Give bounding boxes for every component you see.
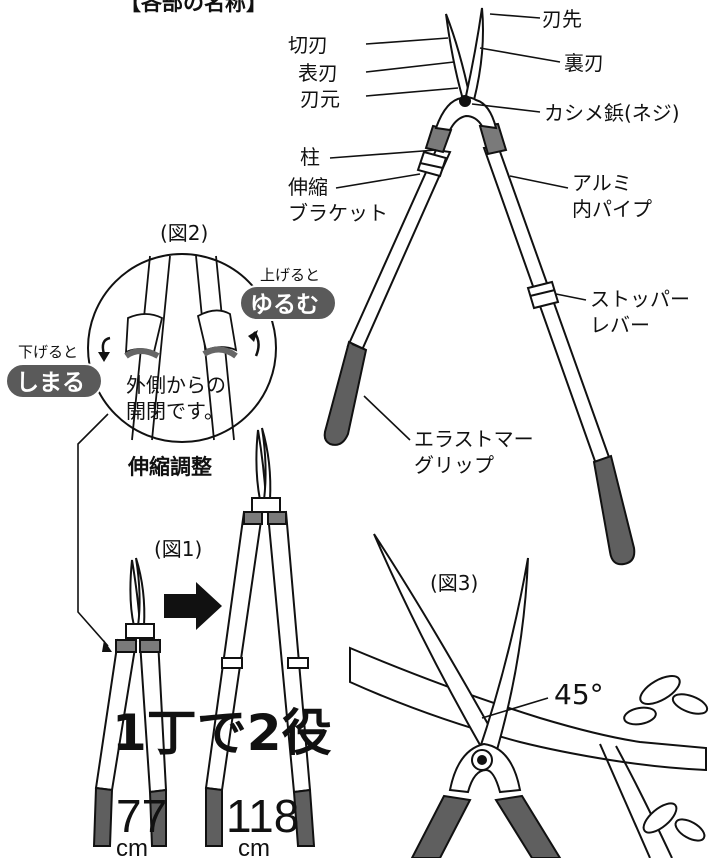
leader-lines bbox=[329, 13, 587, 441]
label-bracket-line2: ブラケット bbox=[288, 201, 388, 225]
label-grip: エラストマー グリップ bbox=[414, 427, 540, 477]
label-hamoto: 刃元 bbox=[300, 87, 340, 111]
label-kashime: カシメ鋲(ネジ) bbox=[544, 101, 680, 125]
fig3-angle: 45° bbox=[554, 678, 604, 711]
fig2-left-lever bbox=[124, 348, 160, 359]
label-omoteba: 表刃 bbox=[298, 61, 338, 85]
label-alumi: アルミ 内パイプ bbox=[572, 171, 652, 221]
main-shear bbox=[323, 7, 636, 566]
fig1-title: (図1) bbox=[154, 537, 202, 561]
fig2-connector bbox=[77, 413, 109, 647]
fig2-caption-line2: 開閉です。 bbox=[126, 399, 224, 423]
fig2-lower-action: しまる bbox=[16, 370, 85, 396]
label-hasaki: 刃先 bbox=[542, 7, 582, 31]
page-title: 【各部の名称】 bbox=[120, 0, 267, 15]
fig2-caption: 外側からの 開閉です。 bbox=[126, 373, 232, 423]
label-stopper: ストッパー レバー bbox=[590, 287, 696, 337]
fig1-long-unit: cm bbox=[238, 835, 270, 858]
fig3-title: (図3) bbox=[430, 571, 478, 595]
left-grip bbox=[323, 340, 368, 446]
fig3-detail bbox=[349, 533, 709, 858]
label-alumi-line1: アルミ bbox=[572, 171, 632, 195]
fig2-right-bracket bbox=[196, 309, 238, 352]
fig1-short-value: 77 bbox=[116, 790, 167, 842]
fig3-angle-leader bbox=[481, 697, 549, 719]
left-pole bbox=[346, 148, 452, 352]
stopper-lever bbox=[526, 280, 560, 310]
fig2-caption-line1: 外側からの bbox=[126, 373, 226, 397]
right-blade bbox=[464, 7, 484, 102]
fig3-left-blade bbox=[373, 533, 500, 754]
label-stopper-line1: ストッパー bbox=[590, 287, 690, 311]
long-shear bbox=[204, 427, 316, 847]
label-grip-line2: グリップ bbox=[414, 453, 494, 477]
fig2-detail bbox=[87, 253, 277, 443]
left-blade bbox=[445, 13, 472, 100]
fig1-short-unit: cm bbox=[116, 835, 148, 858]
rivet bbox=[459, 95, 471, 107]
left-grip-ring bbox=[351, 343, 367, 351]
label-stopper-line2: レバー bbox=[590, 313, 650, 337]
label-uraba: 裏刃 bbox=[564, 51, 604, 75]
label-kiriba: 切刃 bbox=[288, 33, 328, 57]
fig2-right-lever bbox=[202, 346, 238, 359]
arrow-down-icon bbox=[101, 336, 111, 355]
fig2-heading: 伸縮調整 bbox=[127, 455, 212, 479]
short-shear bbox=[92, 557, 168, 847]
label-alumi-line2: 内パイプ bbox=[572, 197, 652, 221]
fig2-raise-pill bbox=[239, 285, 337, 321]
fig2-lower-pill bbox=[5, 363, 103, 399]
fig1-long-value: 118 bbox=[226, 790, 299, 842]
label-bracket-line1: 伸縮 bbox=[288, 175, 328, 199]
fig2-lower-note: 下げると bbox=[18, 343, 78, 361]
right-grip bbox=[592, 454, 636, 566]
fig1-slogan: 1丁で2役 bbox=[112, 704, 332, 762]
label-grip-line1: エラストマー bbox=[414, 427, 534, 451]
fig2-raise-action: ゆるむ bbox=[250, 292, 319, 318]
fig2-title: (図2) bbox=[160, 221, 208, 245]
label-hashira: 柱 bbox=[300, 145, 320, 169]
arrow-right-icon bbox=[164, 582, 222, 630]
fig2-raise-note: 上げると bbox=[260, 266, 320, 284]
label-bracket: 伸縮 ブラケット bbox=[288, 175, 388, 225]
